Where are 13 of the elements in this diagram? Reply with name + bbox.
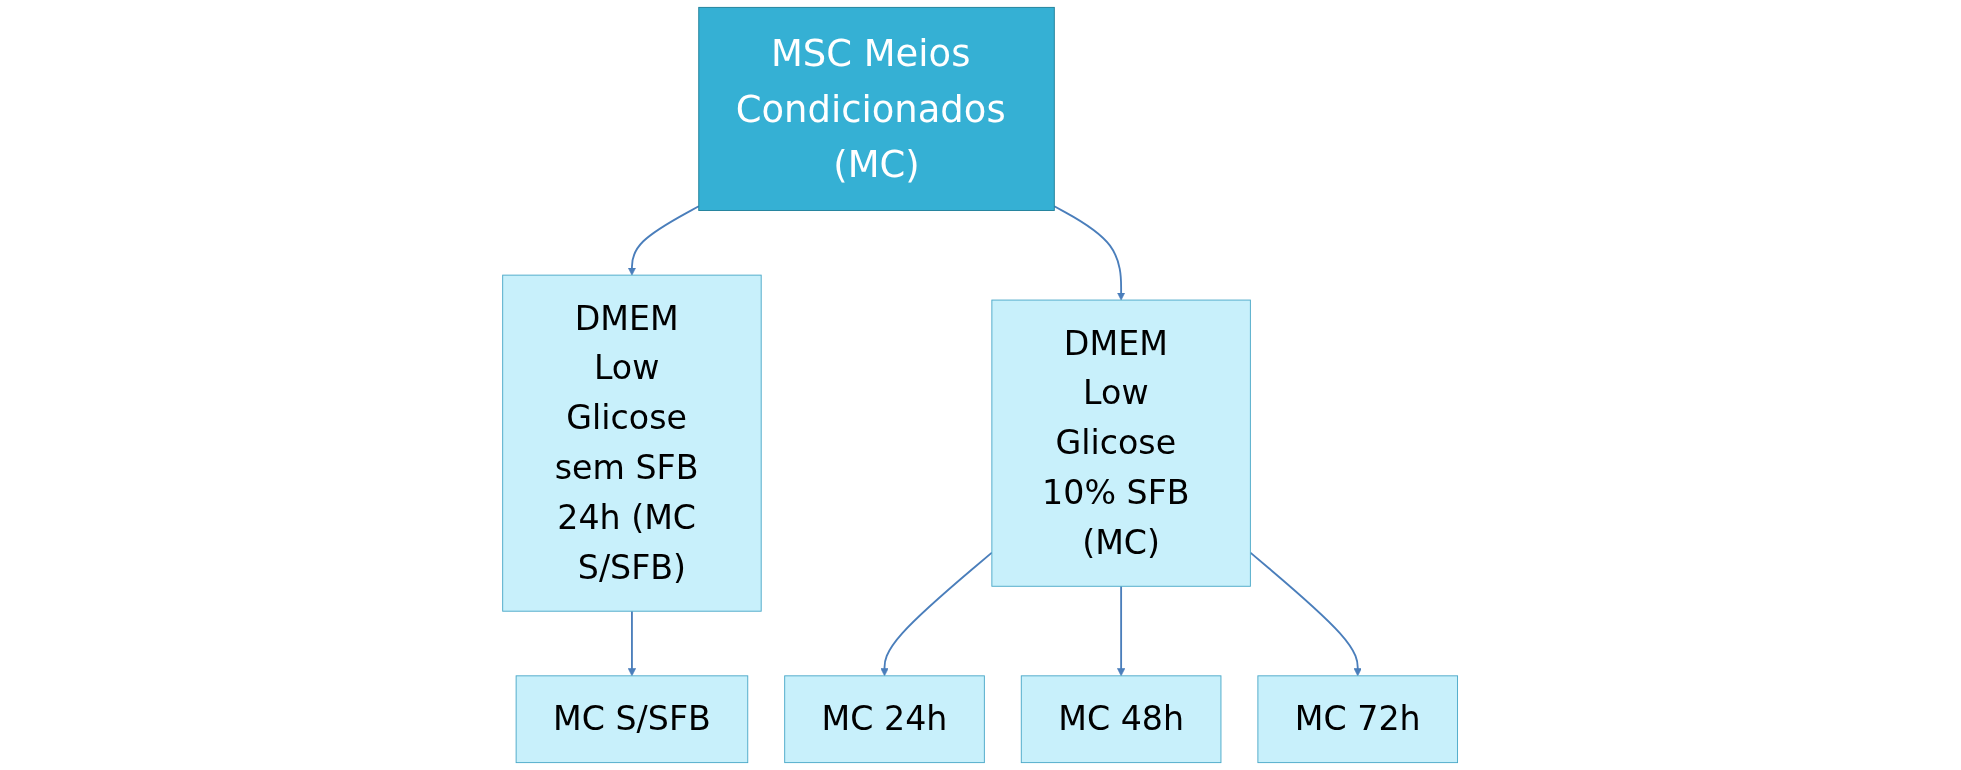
arrow bbox=[628, 205, 701, 276]
arrow bbox=[880, 551, 994, 677]
node-box: MC S/SFB bbox=[516, 675, 749, 764]
node-box: MC 24h bbox=[784, 675, 986, 764]
node-box: DMEM Low Glicose 10% SFB (MC) bbox=[991, 299, 1252, 587]
node-box: DMEM Low Glicose sem SFB 24h (MC S/SFB) bbox=[502, 274, 763, 612]
arrow bbox=[1053, 205, 1126, 301]
arrow bbox=[1249, 551, 1363, 677]
node-box: MSC Meios Condicionados (MC) bbox=[698, 6, 1056, 211]
arrow bbox=[1117, 585, 1126, 677]
node-box: MC 72h bbox=[1257, 675, 1459, 764]
arrow bbox=[628, 610, 637, 677]
node-box: MC 48h bbox=[1021, 675, 1222, 764]
